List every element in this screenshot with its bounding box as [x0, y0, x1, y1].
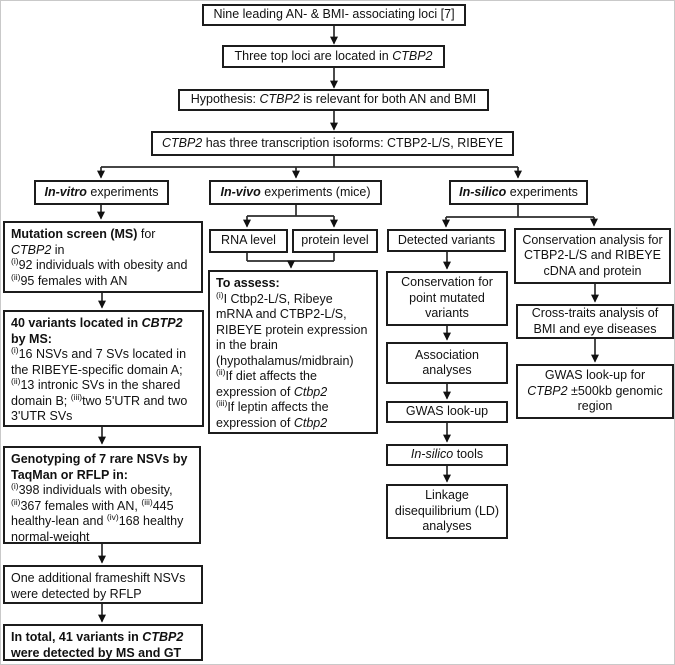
node-hypothesis: Hypothesis: CTBP2 is relevant for both A… [178, 89, 489, 111]
node-detected-variants: Detected variants [387, 229, 506, 252]
node-text: In-vitro experiments [44, 184, 159, 199]
node-protein-level: protein level [292, 229, 378, 253]
node-nine-leading-loci: Nine leading AN- & BMI- associating loci… [202, 4, 466, 26]
branch-invivo-experiments: In-vivo experiments (mice) [209, 180, 382, 205]
node-text: protein level [301, 233, 369, 248]
node-text: Hypothesis: CTBP2 is relevant for both A… [190, 92, 477, 107]
node-text: CTBP2 has three transcription isoforms: … [161, 135, 504, 150]
node-isoforms: CTBP2 has three transcription isoforms: … [151, 131, 514, 156]
branch-insilico-experiments: In-silico experiments [449, 180, 588, 205]
node-text: Detected variants [397, 232, 496, 247]
node-text: In-silico tools [410, 447, 484, 462]
node-text: GWAS look-up [405, 404, 489, 419]
node-text: In-vivo experiments (mice) [220, 184, 371, 199]
node-insilico-tools: In-silico tools [386, 444, 508, 466]
node-text: Nine leading AN- & BMI- associating loci… [213, 7, 455, 22]
node-three-top-loci: Three top loci are located in CTBP2 [222, 45, 445, 68]
node-rna-level: RNA level [209, 229, 288, 253]
node-text: Three top loci are located in CTBP2 [234, 48, 433, 63]
branch-invitro-experiments: In-vitro experiments [34, 180, 169, 205]
node-text: In-silico experiments [459, 184, 578, 199]
node-text: RNA level [221, 233, 276, 248]
node-gwas-lookup: GWAS look-up [386, 401, 508, 423]
